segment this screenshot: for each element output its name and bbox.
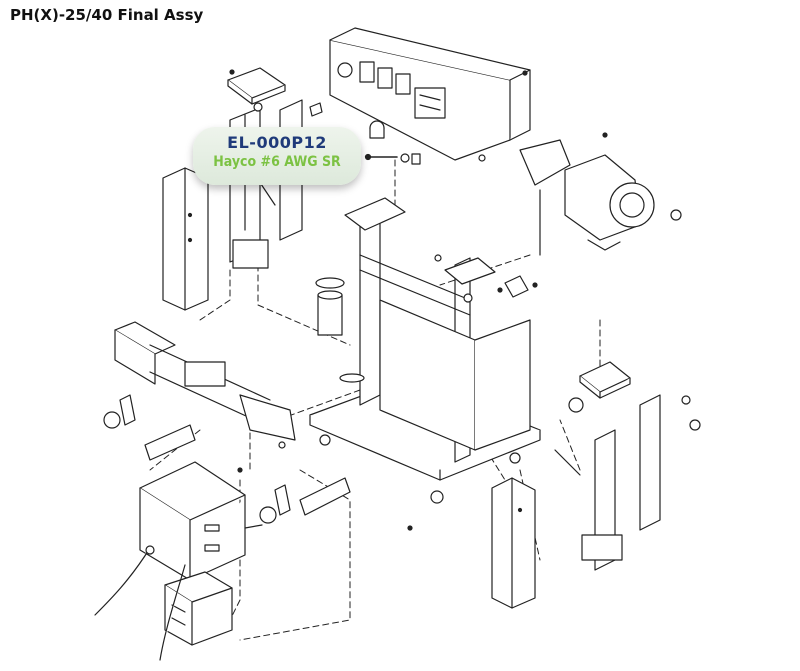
motor-assembly	[519, 132, 682, 256]
filter-bowl	[315, 277, 365, 383]
transformer-enclosure	[94, 461, 263, 616]
control-box	[329, 27, 531, 161]
main-frame-cart	[309, 197, 541, 504]
control-box-fittings	[364, 70, 528, 165]
transformer-core	[159, 564, 233, 661]
page-title: PH(X)-25/40 Final Assy	[10, 6, 204, 24]
part-callout[interactable]: EL-000P12 Hayco #6 AWG SR	[193, 127, 361, 185]
right-pump-column	[554, 394, 701, 571]
lower-valves	[237, 467, 351, 524]
callout-description: Hayco #6 AWG SR	[213, 154, 341, 170]
horizontal-pump-assembly	[103, 321, 296, 461]
tall-cover-right	[491, 477, 536, 609]
cover-plate-small	[227, 67, 286, 105]
cover-plate-right	[579, 361, 631, 399]
callout-part-number: EL-000P12	[227, 133, 327, 152]
frame-side-fittings	[407, 275, 538, 531]
tall-cover-left	[162, 167, 209, 311]
